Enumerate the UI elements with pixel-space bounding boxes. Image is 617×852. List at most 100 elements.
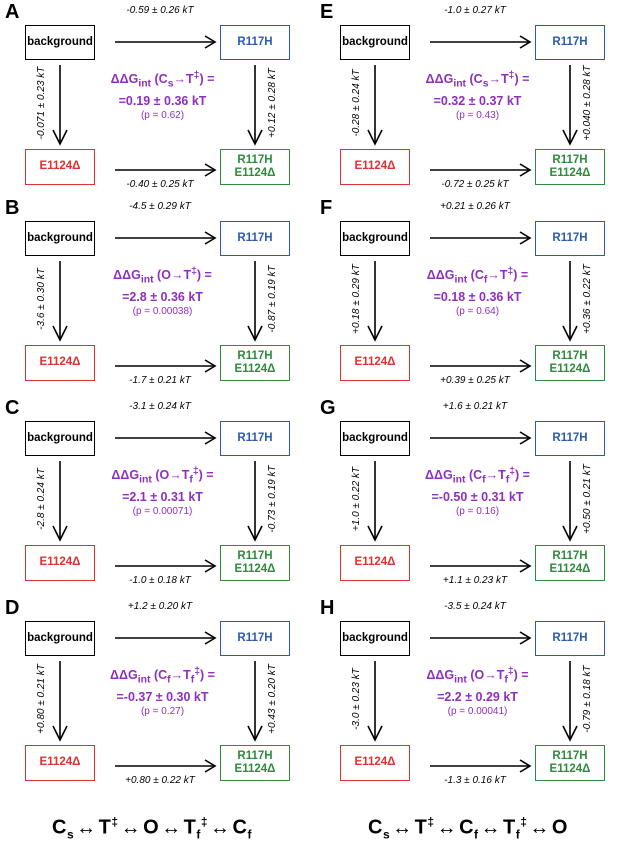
ddg-arrow: →: [485, 468, 499, 483]
ddg-dagger: ‡: [193, 70, 200, 81]
ddg-formula: ΔΔGint (Cf→Tf‡) =: [110, 666, 215, 686]
ddg-from-sub: s: [482, 78, 489, 90]
ddg-to-sub: f: [190, 674, 195, 686]
state-double-line1: R117H: [237, 349, 273, 362]
p-value: (p = 0.64): [455, 305, 500, 317]
scheme-state: C: [368, 816, 383, 839]
ddg-value: =2.2 ± 0.29 kT: [437, 689, 518, 704]
state-double-line1: R117H: [552, 749, 588, 762]
scheme-state-sub: f: [247, 827, 252, 842]
ddg-from-sub: f: [167, 674, 171, 686]
ddg-subscript: int: [452, 474, 466, 486]
arrow-bottom: [430, 359, 532, 373]
interaction-energy: ΔΔGint (Cf→Tf‡) ==-0.37 ± 0.30 kT(p = 0.…: [100, 664, 225, 719]
ddg-arrow: →: [488, 72, 502, 87]
energy-top: -0.59 ± 0.26 kT: [126, 5, 194, 16]
ddg-arrow: →: [487, 268, 500, 283]
state-e1124: E1124Δ: [340, 345, 410, 381]
scheme-state: T: [414, 816, 428, 839]
state-e1124: E1124Δ: [340, 545, 410, 581]
interaction-energy: ΔΔGint (Cs→T‡) ==0.32 ± 0.37 kT(p = 0.43…: [415, 68, 540, 123]
p-value: (p = 0.00071): [132, 505, 193, 517]
scheme-state-sup: ‡: [111, 815, 119, 829]
scheme-state: T: [503, 816, 516, 839]
state-double-line1: R117H: [237, 749, 273, 762]
p-value: (p = 0.00038): [132, 305, 193, 317]
cycle-arrows: [367, 231, 578, 373]
state-background: background: [340, 621, 410, 656]
ddg-equals: ) =: [198, 468, 214, 483]
arrow-bottom: [430, 559, 532, 573]
energy-left: -3.6 ± 0.30 kT: [36, 268, 47, 330]
arrow-right: [247, 461, 263, 542]
arrow-right: [562, 261, 578, 342]
arrow-top: [430, 35, 532, 49]
ddg-arrow: →: [173, 72, 187, 87]
state-r117h: R117H: [220, 221, 290, 256]
ddg-equals: ) =: [513, 268, 529, 283]
scheme-state: O: [551, 816, 568, 839]
state-background: background: [340, 221, 410, 256]
scheme-state: T: [183, 816, 197, 839]
scheme-left: Cs↔T‡↔O↔Tf‡↔Cf: [2, 815, 302, 842]
ddg-to: T: [183, 668, 191, 683]
arrow-left: [52, 65, 68, 146]
state-double-line1: R117H: [237, 549, 273, 562]
ddg-prefix: ΔΔG: [425, 468, 453, 483]
energy-left: -0.071 ± 0.23 kT: [36, 66, 47, 140]
state-background: background: [340, 421, 410, 456]
interaction-energy: ΔΔGint (O→Tf‡) ==2.1 ± 0.31 kT(p = 0.000…: [100, 464, 225, 519]
scheme-state-sup: ‡: [427, 815, 435, 829]
state-e1124: E1124Δ: [340, 149, 410, 185]
ddg-dagger: ‡: [509, 466, 516, 477]
p-value: (p = 0.00041): [447, 705, 508, 717]
cycle-arrows: [52, 431, 263, 573]
arrow-top: [115, 631, 217, 645]
ddg-value: =0.19 ± 0.36 kT: [118, 93, 207, 108]
state-r117h: R117H: [535, 621, 605, 656]
ddg-prefix: ΔΔG: [425, 72, 454, 87]
scheme-state: C: [459, 816, 475, 839]
cycle-arrows: [367, 631, 578, 773]
p-value: (p = 0.16): [455, 505, 500, 517]
energy-right: +0.12 ± 0.28 kT: [267, 68, 278, 138]
scheme-state: T: [98, 816, 112, 839]
arrow-bottom: [430, 163, 532, 177]
p-value: (p = 0.43): [455, 109, 500, 121]
scheme-state-sub: f: [515, 827, 521, 842]
ddg-formula: ΔΔGint (O→T‡) =: [113, 266, 212, 286]
energy-left: -2.8 ± 0.24 kT: [36, 468, 47, 530]
ddg-to: T: [181, 468, 190, 483]
ddg-from: O: [161, 268, 171, 283]
arrow-left: [52, 261, 68, 342]
panel-letter: A: [5, 1, 20, 23]
ddg-to-sub: f: [189, 474, 193, 486]
scheme-arrow: ↔: [210, 816, 231, 839]
energy-bottom: -0.72 ± 0.25 kT: [441, 179, 509, 190]
interaction-energy: ΔΔGint (Cs→T‡) ==0.19 ± 0.36 kT(p = 0.62…: [100, 68, 225, 123]
panel-letter: C: [5, 397, 20, 419]
state-background: background: [340, 25, 410, 60]
ddg-dagger: ‡: [507, 266, 514, 277]
ddg-equals: ) =: [200, 668, 215, 683]
energy-left: +0.18 ± 0.29 kT: [351, 264, 362, 334]
cycle-arrows: [52, 231, 263, 373]
ddg-subscript: int: [138, 78, 152, 90]
ddg-prefix: ΔΔG: [110, 668, 138, 683]
scheme-state-sub: s: [66, 827, 75, 842]
arrow-bottom: [115, 759, 217, 773]
arrow-top: [115, 35, 217, 49]
scheme-state-sub: s: [382, 827, 391, 842]
energy-left: -3.0 ± 0.23 kT: [351, 668, 362, 730]
arrow-left: [52, 661, 68, 742]
ddg-to: T: [498, 468, 506, 483]
ddg-subscript: int: [454, 674, 467, 686]
energy-top: +1.2 ± 0.20 kT: [127, 601, 193, 612]
ddg-arrow: →: [170, 668, 184, 683]
